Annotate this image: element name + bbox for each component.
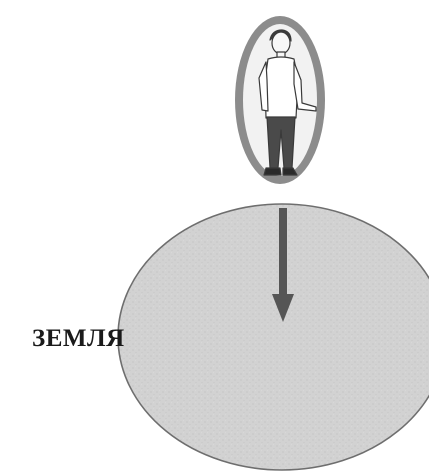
earth-circle (118, 204, 429, 470)
earth-label: ЗЕМЛЯ (32, 326, 125, 351)
